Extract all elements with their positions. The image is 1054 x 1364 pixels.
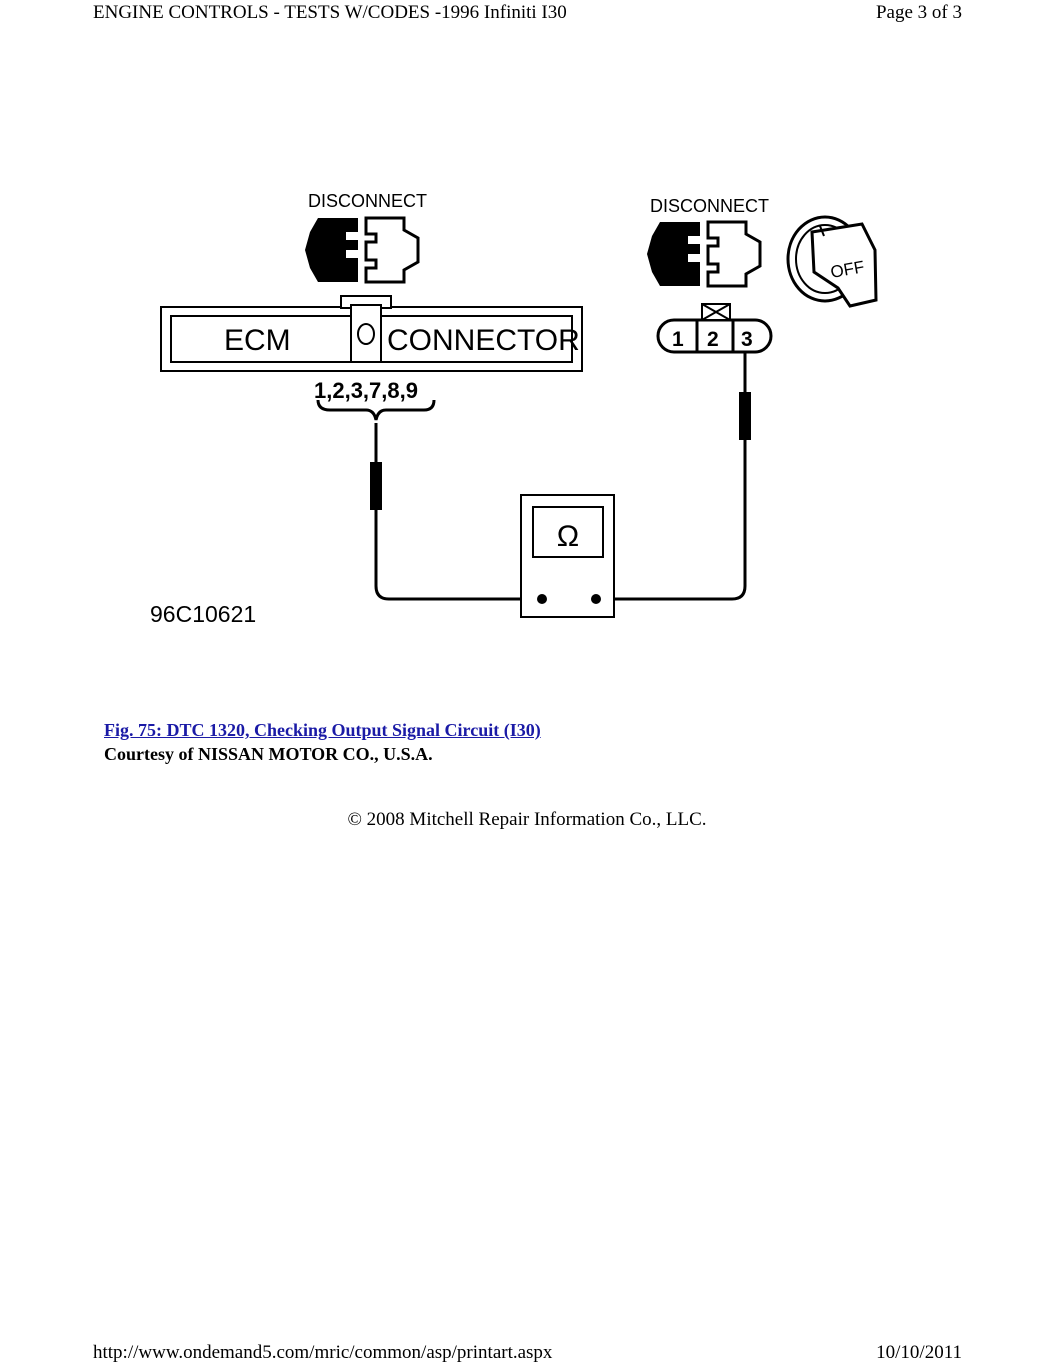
figure-caption: Fig. 75: DTC 1320, Checking Output Signa… xyxy=(104,720,541,741)
pin-3-label: 3 xyxy=(741,328,753,351)
terminal-numbers: 1,2,3,7,8,9 xyxy=(314,378,418,403)
sensor-connector: 1 2 3 xyxy=(656,303,773,354)
disconnect-label-right: DISCONNECT xyxy=(650,196,769,216)
ecm-label: ECM xyxy=(224,324,291,357)
pin-2-label: 2 xyxy=(707,328,719,351)
ecm-connector: ECM CONNECTOR xyxy=(160,295,583,372)
disconnect-connector-icon-left xyxy=(305,216,420,284)
meter-terminal-right xyxy=(591,594,601,604)
figure-caption-link[interactable]: Fig. 75: DTC 1320, Checking Output Signa… xyxy=(104,720,541,740)
ignition-key-off-icon: OFF xyxy=(786,215,878,308)
figure-code: 96C10621 xyxy=(150,601,256,627)
circuit-diagram: DISCONNECT ECM CONNECTOR 1,2,3,7,8,9 DIS… xyxy=(150,191,878,627)
probe-right xyxy=(739,392,751,440)
page-number: Page 3 of 3 xyxy=(875,2,962,23)
figure-courtesy: Courtesy of NISSAN MOTOR CO., U.S.A. xyxy=(104,744,433,764)
disconnect-connector-icon-right xyxy=(647,220,762,288)
footer-url: http://www.ondemand5.com/mric/common/asp… xyxy=(93,1342,553,1363)
probe-left xyxy=(370,462,382,510)
ohm-symbol: Ω xyxy=(557,520,579,553)
connector-label: CONNECTOR xyxy=(387,324,580,357)
pin-1-label: 1 xyxy=(672,328,684,351)
meter-terminal-left xyxy=(537,594,547,604)
footer-date: 10/10/2011 xyxy=(876,1342,962,1363)
copyright-notice: © 2008 Mitchell Repair Information Co., … xyxy=(347,809,707,830)
ohmmeter: Ω xyxy=(520,494,615,618)
disconnect-label-left: DISCONNECT xyxy=(308,191,427,211)
test-wires xyxy=(370,352,751,601)
page-header-title: ENGINE CONTROLS - TESTS W/CODES -1996 In… xyxy=(93,2,567,23)
terminal-brace xyxy=(316,399,436,421)
